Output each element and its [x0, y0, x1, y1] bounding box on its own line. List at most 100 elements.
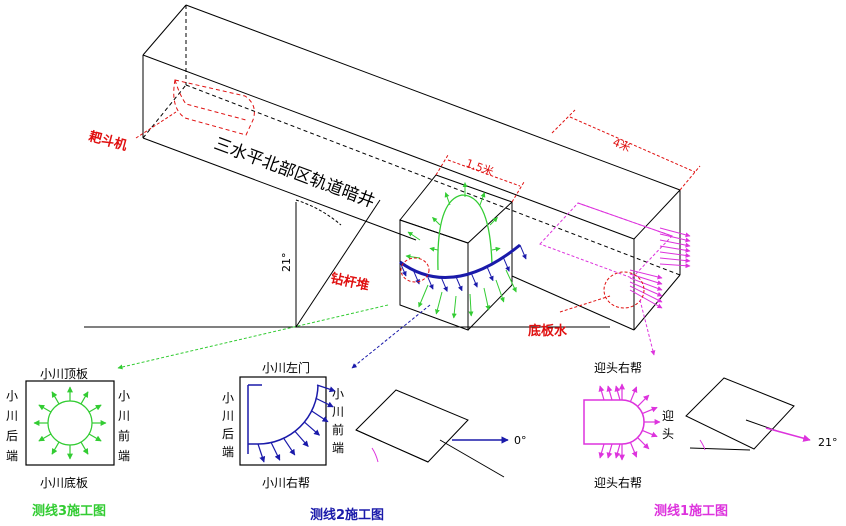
survey-line-2-3d [399, 243, 521, 280]
chamber-cube [399, 174, 513, 331]
blue-arrows-3d [399, 244, 527, 292]
svg-text:小: 小 [332, 387, 344, 401]
magenta-arrow-3d [629, 269, 663, 280]
panel1-arrow [614, 443, 621, 459]
svg-text:小: 小 [222, 391, 234, 405]
panel1-arrow [637, 437, 650, 450]
panel3-arrow [38, 404, 52, 413]
panel1-arrow [637, 394, 650, 407]
panel3-arrow [80, 391, 89, 405]
green-arrow-3d [495, 279, 505, 303]
magenta-arrow-3d [659, 245, 691, 253]
panel3-right: 小 川 前 端 [118, 389, 130, 463]
blue-arrow-3d [440, 277, 448, 292]
panel-2: 小川左门 小川右帮 小 川 后 端 小 川 前 端 0° 测线2施工图 [222, 360, 527, 523]
panel-1: 迎头右帮 迎头右帮 迎 头 21° 测线1施工图 [583, 360, 838, 519]
green-arrow-3d [505, 269, 517, 293]
magenta-arrow-3d [659, 227, 691, 238]
panel1-title: 测线1施工图 [654, 503, 728, 519]
svg-text:端: 端 [6, 449, 18, 463]
panel2-arrow [303, 421, 320, 436]
panel1-bottom: 迎头右帮 [594, 475, 642, 490]
magenta-arrow-3d [629, 273, 663, 286]
bazhuji-shape [173, 79, 255, 136]
magenta-arrow-3d [659, 233, 691, 243]
dibanshui-label: 底板水 [528, 323, 568, 339]
bazhuji-label: 耙斗机 [87, 128, 129, 154]
leader-panel3 [117, 304, 389, 370]
svg-text:川: 川 [222, 409, 234, 423]
panel2-arrow [310, 410, 329, 423]
dim-4m-label: 4米 [611, 136, 633, 155]
panel1-arrow [606, 385, 613, 401]
magenta-arrow-3d [629, 281, 663, 297]
green-arrow-3d [444, 192, 451, 206]
svg-text:前: 前 [332, 422, 344, 437]
panel3-arrow [88, 433, 102, 442]
green-arrow-3d [451, 295, 457, 319]
svg-text:后: 后 [6, 429, 18, 443]
survey-line-3-3d [437, 194, 493, 271]
magenta-arrow-3d [629, 277, 663, 291]
green-arrow-3d [489, 217, 498, 226]
panel3-arrow [80, 441, 89, 455]
panel3-title: 测线3施工图 [32, 503, 106, 519]
bazhuji-leader [135, 111, 177, 139]
svg-text:端: 端 [222, 445, 234, 459]
svg-text:川: 川 [6, 409, 18, 423]
svg-text:迎: 迎 [662, 409, 674, 423]
blue-arrow-3d [486, 266, 494, 282]
panel3-top: 小川顶板 [40, 367, 88, 381]
green-arrow-3d [405, 254, 421, 260]
panel1-right: 迎 头 [662, 409, 674, 441]
panel3-arrow [51, 391, 60, 405]
zuganzhui-label: 钻杆堆 [329, 270, 370, 294]
panel2-arrow [315, 397, 334, 408]
svg-text:端: 端 [118, 449, 130, 463]
dim-4m [551, 109, 701, 191]
blue-arrow-3d [399, 261, 407, 277]
dim-15m [435, 154, 525, 203]
magenta-arrow-3d [659, 263, 691, 269]
panel2-arrow [283, 437, 296, 456]
panel1-arrow [606, 443, 613, 459]
leader-panel2 [351, 304, 431, 369]
panel2-title: 测线2施工图 [310, 507, 384, 523]
green-arrow-3d [429, 246, 439, 252]
panel1-arrow [614, 385, 621, 401]
panel3-arrow [38, 433, 52, 442]
blue-arrow-3d [470, 272, 478, 288]
survey-line-1-3d [539, 202, 673, 279]
svg-text:小: 小 [6, 389, 18, 403]
panel3-arrow [88, 404, 102, 413]
zuganzhui-shape [400, 257, 430, 283]
panel1-arrow [629, 386, 638, 402]
magenta-arrows-3d [629, 227, 691, 309]
panel2-top: 小川左门 [262, 360, 310, 375]
svg-text:小: 小 [118, 389, 130, 403]
panel-3: 小川顶板 小川底板 小 川 后 端 小 川 前 端 测线3施工图 [6, 367, 130, 519]
panel3-arrow [51, 441, 60, 455]
panel1-arrow [598, 385, 605, 401]
blue-arrow-3d [519, 244, 527, 260]
magenta-arrow-3d [659, 251, 691, 258]
panel2-left: 小 川 后 端 [222, 391, 234, 459]
panel2-arrow [316, 384, 336, 393]
panel1-arrow [642, 429, 658, 438]
green-arrow-3d [468, 293, 474, 317]
dibanshui-leader [559, 295, 611, 313]
panel2-arrow [257, 443, 266, 463]
magenta-arrow-3d [659, 257, 691, 264]
green-arrow-3d [407, 231, 421, 241]
blue-arrow-3d [455, 276, 463, 292]
panel1-angle: 21° [818, 436, 838, 449]
green-arrow-3d [479, 192, 486, 206]
green-arrows-3d [405, 182, 517, 319]
svg-text:川: 川 [118, 409, 130, 423]
green-arrow-3d [434, 291, 443, 315]
svg-text:前: 前 [118, 428, 130, 443]
magenta-arrow-3d [659, 239, 691, 248]
panel3-left: 小 川 后 端 [6, 389, 18, 463]
leader-panel1 [639, 299, 656, 356]
